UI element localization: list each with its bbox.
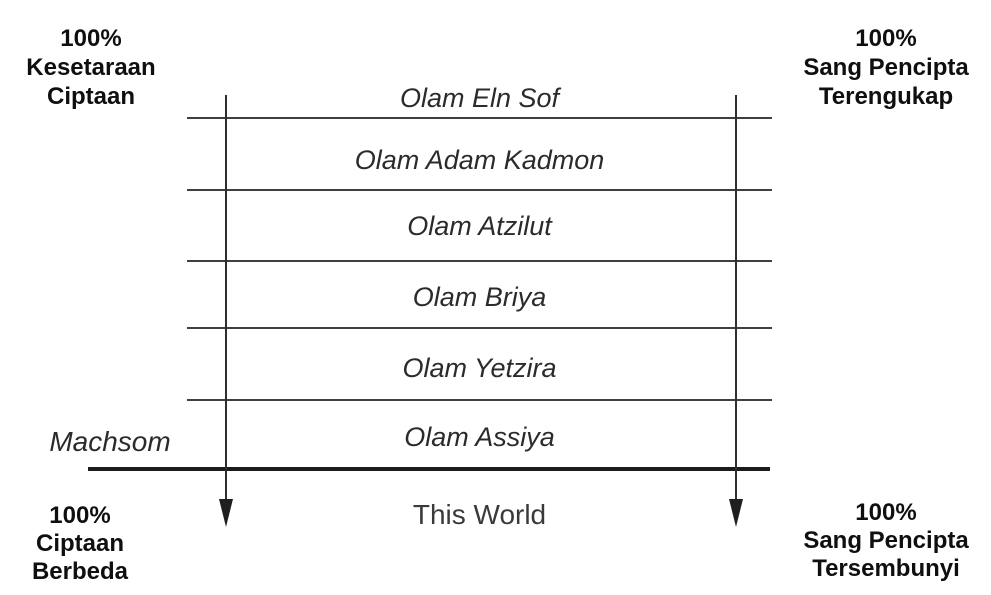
label-bottom-right: 100% Sang Pencipta Tersembunyi xyxy=(781,499,991,583)
label-bottom-left: 100% Ciptaan Berbeda xyxy=(0,502,160,586)
machsom-label: Machsom xyxy=(49,426,171,457)
band-divider-line-1 xyxy=(187,117,772,119)
band-divider-line-5 xyxy=(187,399,772,401)
machsom-barrier-line xyxy=(88,467,770,471)
label-top-right-line3: Terengukap xyxy=(818,83,954,110)
left-descent-line xyxy=(225,95,227,503)
label-top-right-line2: Sang Pencipta xyxy=(803,54,969,81)
label-top-right: 100% Sang Pencipta Terengukap xyxy=(781,24,991,111)
band-divider-line-2 xyxy=(187,189,772,191)
band-label-olam-atzilut: Olam Atzilut xyxy=(407,211,552,241)
label-bottom-left-line3: Berbeda xyxy=(31,558,129,585)
band-label-olam-briya: Olam Briya xyxy=(412,282,547,312)
band-label-olam-yetzira: Olam Yetzira xyxy=(402,353,557,383)
label-bottom-left-line2: Ciptaan xyxy=(35,530,124,557)
label-top-left-line1: 100% xyxy=(60,25,122,52)
band-label-olam-adam-kadmon: Olam Adam Kadmon xyxy=(354,145,605,175)
left-arrow-down-icon xyxy=(219,499,233,527)
label-bottom-right-line1: 100% xyxy=(855,499,917,526)
label-bottom-left-line1: 100% xyxy=(49,502,111,529)
label-bottom-right-line3: Tersembunyi xyxy=(812,555,960,582)
right-arrow-down-icon xyxy=(729,499,743,527)
label-top-left-line3: Ciptaan xyxy=(46,83,135,110)
this-world-label: This World xyxy=(412,499,547,530)
label-top-left-line2: Kesetaraan xyxy=(26,54,156,81)
label-top-right-line1: 100% xyxy=(855,25,917,52)
label-top-left: 100% Kesetaraan Ciptaan xyxy=(0,24,182,111)
band-divider-line-3 xyxy=(187,260,772,262)
band-divider-line-4 xyxy=(187,327,772,329)
label-bottom-right-line2: Sang Pencipta xyxy=(803,527,969,554)
band-label-olam-assiya: Olam Assiya xyxy=(404,422,555,452)
band-label-olam-eln-sof: Olam Eln Sof xyxy=(399,83,560,113)
right-descent-line xyxy=(735,95,737,503)
